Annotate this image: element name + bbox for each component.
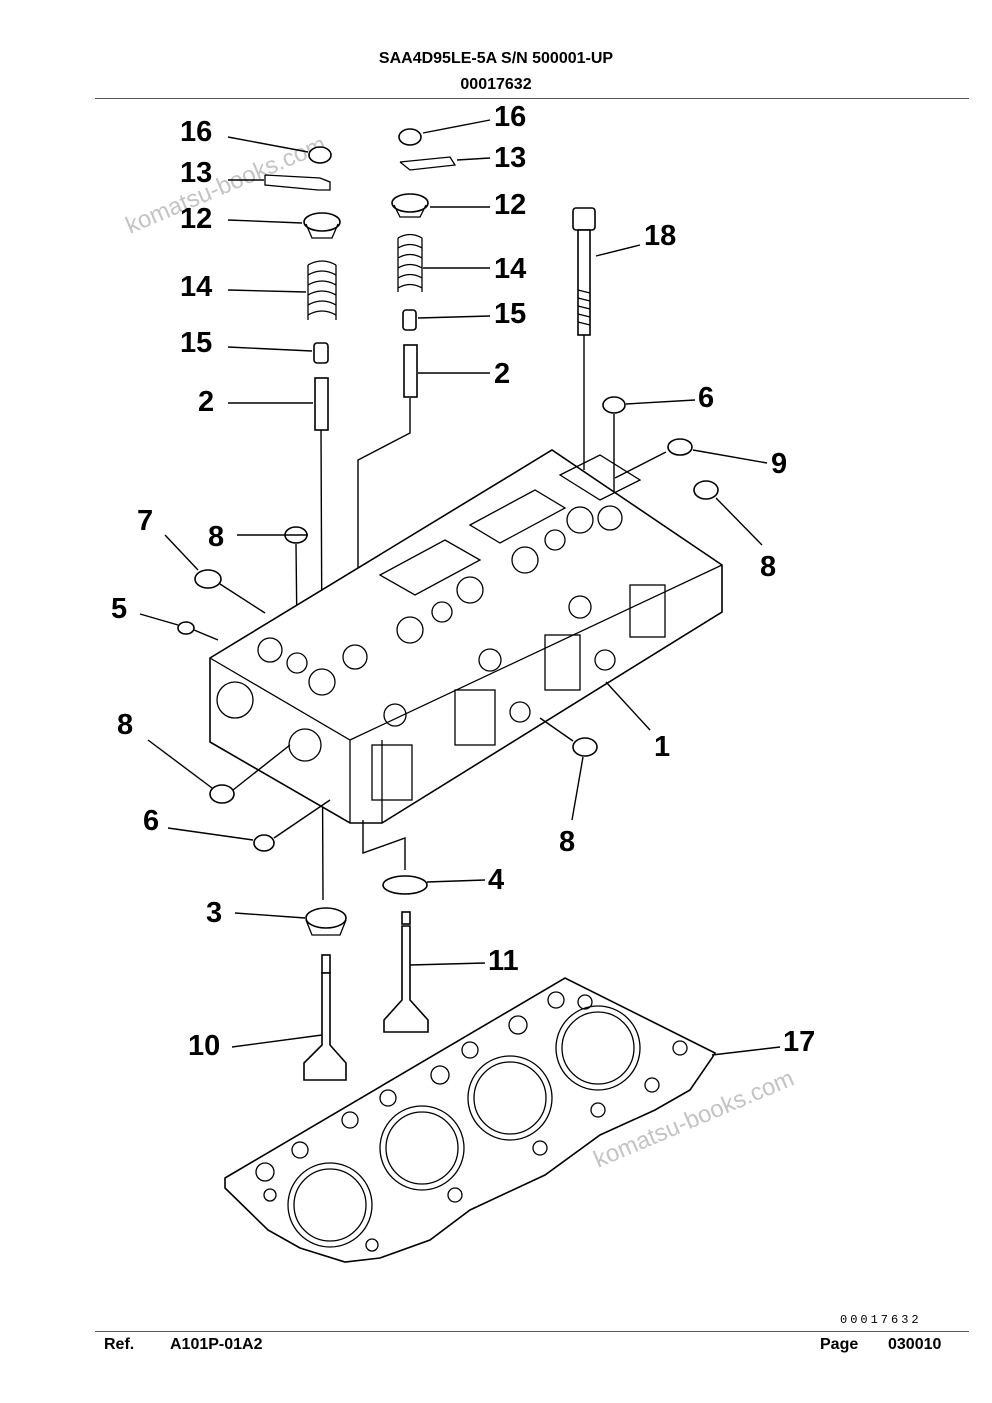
callout-9: 9	[771, 448, 787, 480]
callout-15-right: 15	[494, 298, 526, 330]
plug-lower-right	[572, 737, 598, 757]
callout-18: 18	[644, 220, 676, 252]
page-header-code: 00017632	[460, 76, 532, 93]
plug-top	[602, 396, 626, 414]
callout-8-lower-left: 8	[117, 709, 133, 741]
header-rule	[95, 98, 969, 99]
head-gasket	[224, 977, 717, 1263]
head-bolt	[572, 207, 596, 470]
callout-6-top: 6	[698, 382, 714, 414]
callout-10: 10	[188, 1030, 220, 1062]
cylinder-head	[209, 449, 723, 824]
callout-8-right: 8	[760, 551, 776, 583]
callout-17: 17	[783, 1026, 815, 1058]
right-valve-stack	[357, 128, 457, 820]
fitting	[667, 438, 693, 456]
callout-8-upper-left: 8	[208, 521, 224, 553]
exhaust-valve	[383, 911, 429, 1033]
callout-14-right: 14	[494, 253, 526, 285]
callout-15-left: 15	[180, 327, 212, 359]
ref-label: Ref.	[104, 1336, 135, 1353]
callout-12-left: 12	[180, 203, 212, 235]
callout-12-right: 12	[494, 189, 526, 221]
callout-3: 3	[206, 897, 222, 929]
callout-4: 4	[488, 864, 504, 896]
valve-stem-seal-right	[382, 875, 428, 895]
callout-8-lower-right: 8	[559, 826, 575, 858]
ref-value: A101P-01A2	[170, 1336, 263, 1353]
page-value: 030010	[888, 1336, 942, 1353]
drawing-number: 00017632	[840, 1313, 922, 1327]
left-valve-stack	[264, 146, 341, 901]
callout-11: 11	[488, 945, 519, 977]
callout-13-left: 13	[180, 157, 212, 189]
plug-lower-left	[209, 784, 235, 804]
plug-right	[693, 480, 719, 500]
callout-7: 7	[137, 505, 153, 537]
page-label: Page	[820, 1336, 859, 1353]
intake-valve	[303, 954, 347, 1081]
leader-lines	[139, 119, 781, 1056]
page-header-model: SAA4D95LE-5A S/N 500001-UP	[378, 50, 614, 67]
footer-rule	[95, 1331, 969, 1332]
callout-16-right: 16	[494, 101, 526, 133]
callout-2-right: 2	[494, 358, 510, 390]
callout-14-left: 14	[180, 271, 212, 303]
callout-2-left: 2	[198, 386, 214, 418]
plug-5	[177, 621, 195, 635]
valve-stem-seal-left	[305, 907, 347, 929]
callout-16-left: 16	[180, 116, 212, 148]
callout-5: 5	[111, 593, 127, 625]
plug-lower	[253, 834, 275, 852]
callout-numbers: 16 13 12 14 15 2 16 13 12 14 15 2 18 6 9…	[111, 101, 815, 1062]
callout-13-right: 13	[494, 142, 526, 174]
plug-7	[194, 569, 222, 589]
callout-1: 1	[654, 731, 670, 763]
callout-6-lower: 6	[143, 805, 159, 837]
